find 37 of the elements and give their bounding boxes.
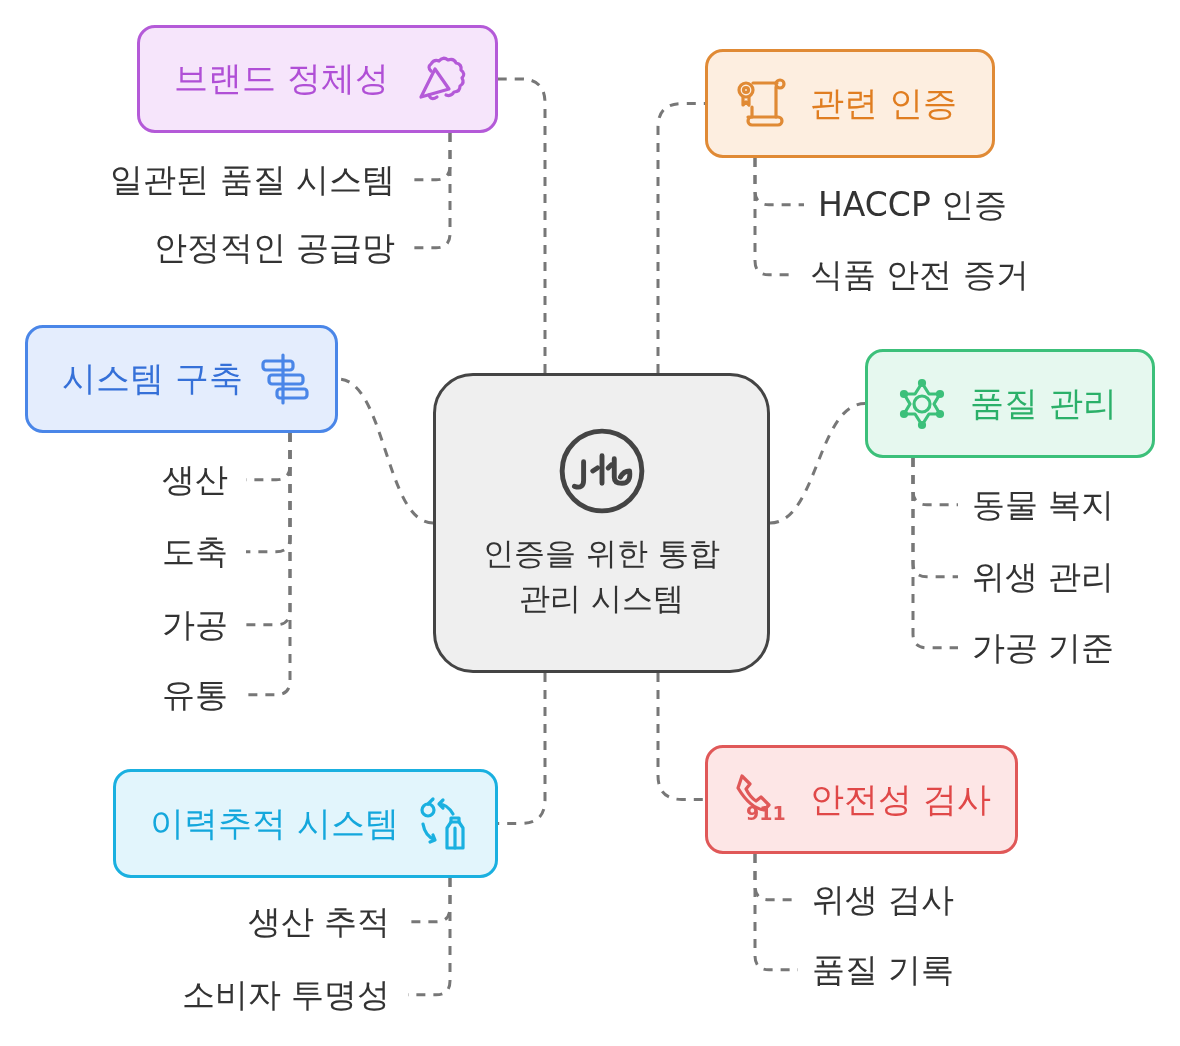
connector-line xyxy=(413,133,452,250)
category-box xyxy=(137,25,498,133)
branch-text: 안정적인 공급망 xyxy=(153,228,395,268)
connector-line xyxy=(656,673,705,801)
branch-text: HACCP 인증 xyxy=(818,185,1008,225)
branch-text: 동물 복지 xyxy=(972,485,1115,525)
branch-text: 위생 관리 xyxy=(972,557,1115,597)
category-title: 이력추적 시스템 xyxy=(150,801,399,845)
category-box xyxy=(865,349,1155,458)
branch-text: 도축 xyxy=(162,532,228,572)
category-box xyxy=(113,769,498,878)
category-title: 품질 관리 xyxy=(970,381,1117,425)
connector-line xyxy=(769,402,866,525)
category-title: 브랜드 정체성 xyxy=(174,57,389,100)
branch-text: 가공 xyxy=(162,605,228,645)
connector-line xyxy=(911,458,958,650)
connector-line xyxy=(498,77,547,373)
branch-text: 생산 추적 xyxy=(247,902,390,942)
category-title: 시스템 구축 xyxy=(62,357,243,400)
branch-text: 가공 기준 xyxy=(972,628,1115,668)
connector-line xyxy=(498,673,547,825)
branch-text: 소비자 투명성 xyxy=(181,975,390,1015)
branch-text: 식품 안전 증거 xyxy=(810,255,1029,295)
branch-text: 품질 기록 xyxy=(812,950,955,990)
central-title: 인증을 위한 통합 관리 시스템 xyxy=(482,534,721,618)
category-title: 안전성 검사 xyxy=(810,777,991,821)
branch-text: 생산 xyxy=(162,460,228,500)
category-title: 관련 인증 xyxy=(810,81,957,125)
connector-line xyxy=(656,102,705,373)
connector-line xyxy=(246,433,292,697)
branch-text: 일관된 품질 시스템 xyxy=(110,160,395,200)
category-box xyxy=(705,745,1018,854)
branch-text: 유통 xyxy=(162,675,228,715)
central-box xyxy=(433,373,770,673)
category-box xyxy=(25,325,338,433)
branch-text: 위생 검사 xyxy=(812,880,955,920)
category-box xyxy=(705,49,995,158)
